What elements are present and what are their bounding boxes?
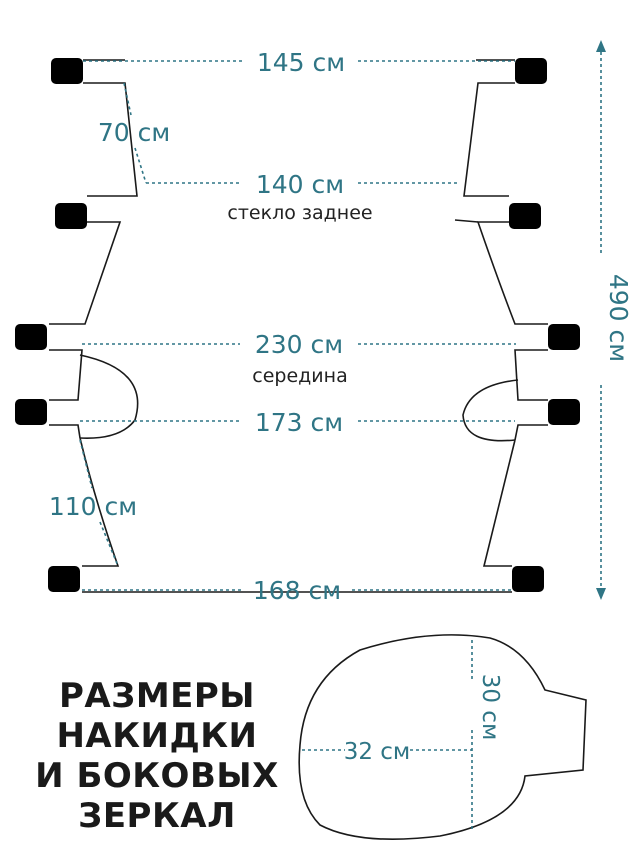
mirror-row-width-label: 173 см (255, 408, 343, 437)
page-title: РАЗМЕРЫ НАКИДКИ И БОКОВЫХ ЗЕРКАЛ (22, 676, 292, 836)
lower-height-label: 110 см (49, 492, 137, 521)
buckle-icon (51, 58, 83, 84)
total-height-arrow (596, 40, 606, 600)
buckle-icon (548, 399, 580, 425)
title-line: И БОКОВЫХ (35, 756, 279, 796)
title-line: ЗЕРКАЛ (78, 796, 236, 836)
rear-glass-width-label: 140 см (256, 170, 344, 199)
mirror-width-label: 32 см (344, 739, 411, 765)
buckle-icon (15, 399, 47, 425)
mirror-height-label: 30 см (477, 674, 503, 741)
title-line: РАЗМЕРЫ (58, 676, 256, 716)
buckle-icon (55, 203, 87, 229)
buckle-icon (509, 203, 541, 229)
middle-caption: середина (252, 365, 347, 387)
arrow-up-icon (596, 40, 606, 52)
bottom-width-label: 168 см (253, 576, 341, 605)
mirror-cover (298, 634, 587, 841)
cover-outline (49, 59, 548, 593)
buckle-icon (48, 566, 80, 592)
dimension-lines (79, 60, 516, 591)
arrow-down-icon (596, 588, 606, 600)
total-height-label: 490 см (604, 274, 633, 362)
buckle-icon (15, 324, 47, 350)
top-width-label: 145 см (257, 48, 345, 77)
rear-glass-caption: стекло заднее (227, 202, 372, 224)
upper-height-label: 70 см (98, 118, 170, 147)
buckle-icon (548, 324, 580, 350)
buckle-icon (512, 566, 544, 592)
middle-width-label: 230 см (255, 330, 343, 359)
title-line: НАКИДКИ (56, 716, 258, 756)
buckle-icon (515, 58, 547, 84)
